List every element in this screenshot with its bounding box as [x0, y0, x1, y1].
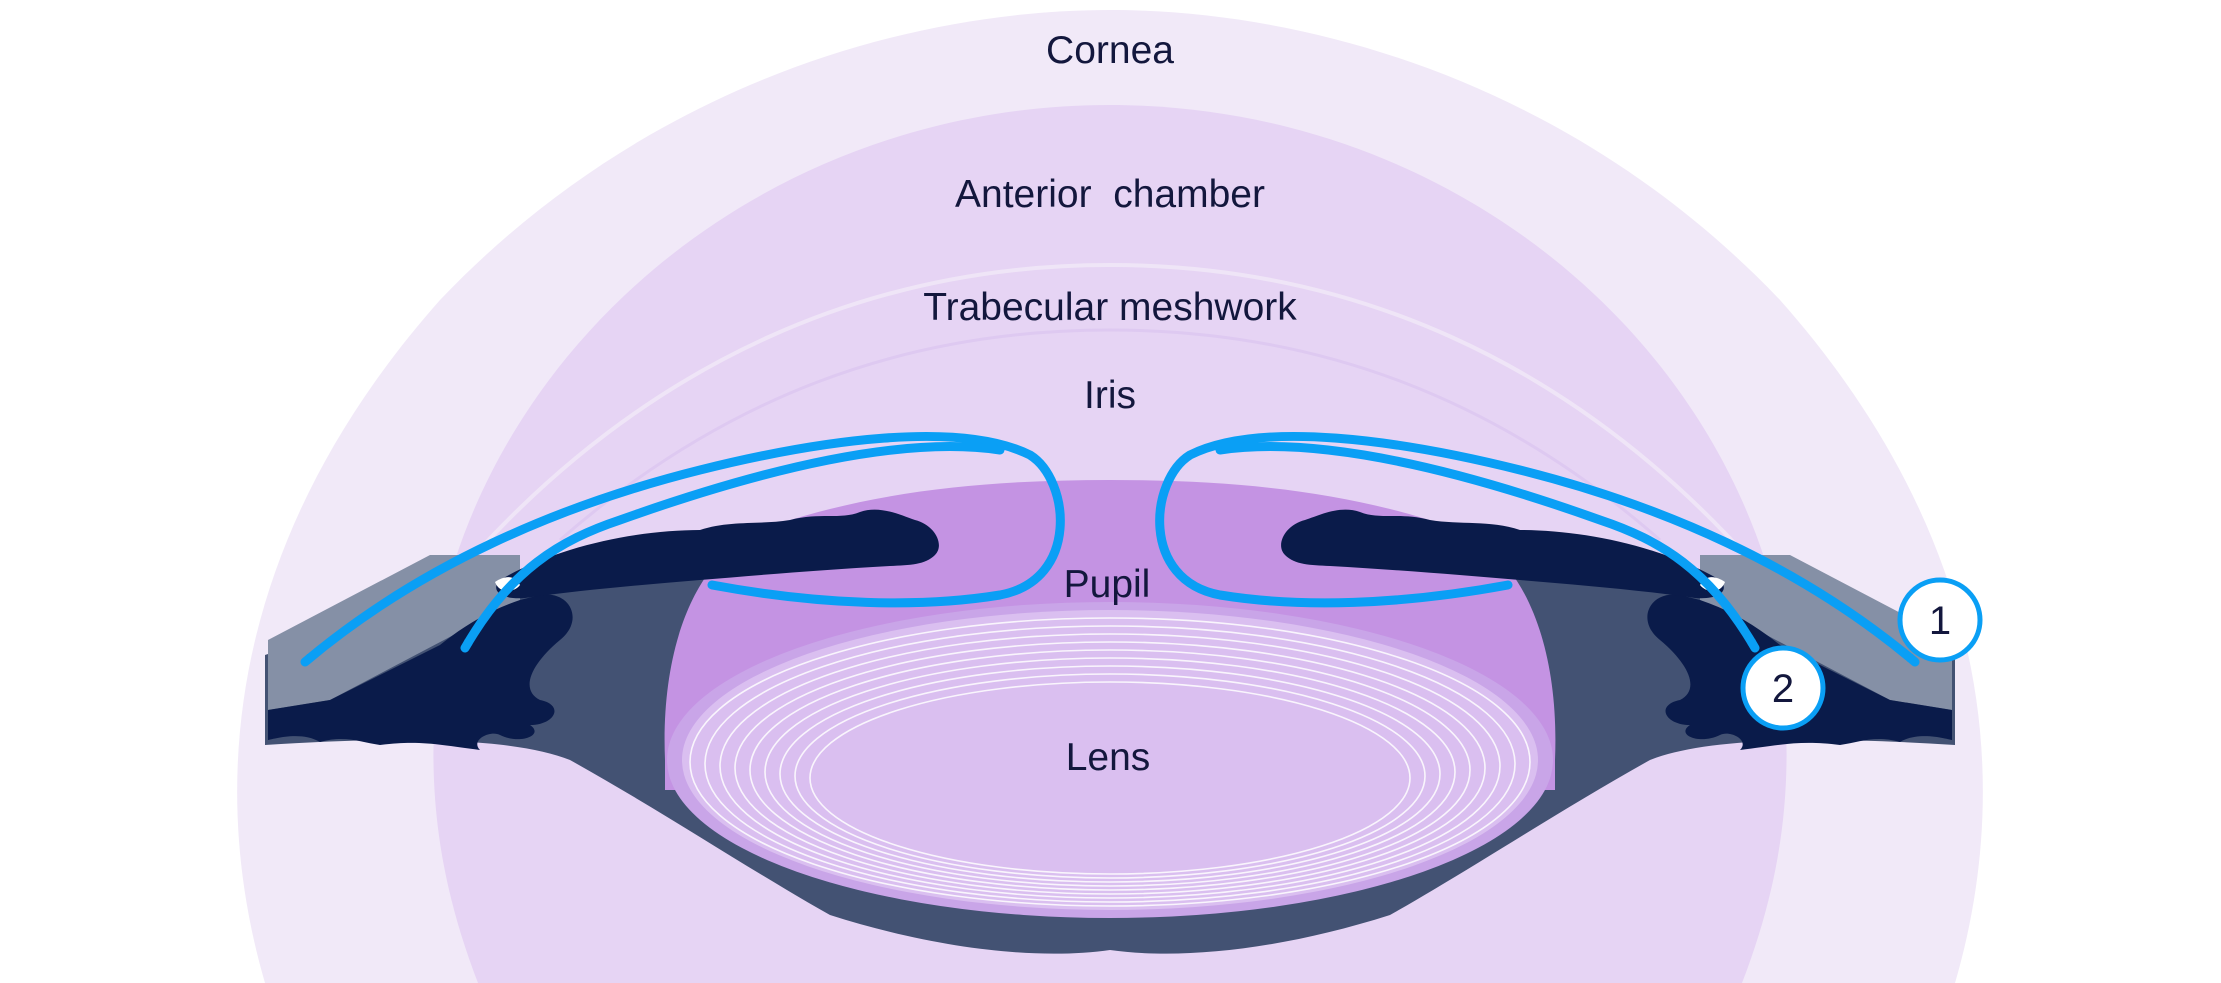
- svg-text:2: 2: [1772, 667, 1794, 711]
- label-lens: Lens: [1066, 736, 1151, 779]
- left-flow-arrow-2: [460, 442, 1005, 653]
- right-flow-arrow-2: [1215, 442, 1760, 653]
- left-ciliary-body: [268, 594, 573, 750]
- left-flow-arrow-1: [300, 431, 1065, 667]
- iris-band-boundary: [559, 328, 1661, 542]
- right-flow-arrow-1: [1155, 431, 1920, 667]
- marker-2: 2: [1740, 645, 1826, 731]
- left-corneal-edge: [268, 555, 520, 710]
- right-corneal-edge: [1700, 555, 1952, 710]
- lens: [667, 602, 1553, 918]
- marker-1: 1: [1897, 577, 1983, 663]
- trabecular-band-boundary: [468, 262, 1752, 562]
- label-trabecular-meshwork: Trabecular meshwork: [923, 286, 1297, 329]
- right-iris: [1281, 509, 1724, 599]
- left-iris: [496, 509, 939, 599]
- label-iris: Iris: [1084, 374, 1136, 417]
- label-anterior-chamber: Anterior chamber: [955, 173, 1265, 216]
- label-cornea: Cornea: [1046, 29, 1174, 72]
- svg-text:1: 1: [1929, 599, 1951, 643]
- label-pupil: Pupil: [1064, 563, 1151, 606]
- aqueous-flow-arrows: [300, 431, 1920, 667]
